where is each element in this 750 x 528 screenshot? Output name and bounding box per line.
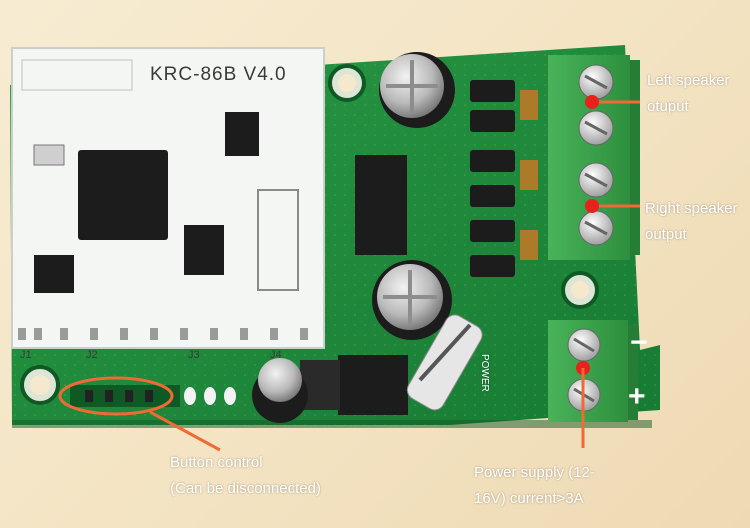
module-model-text: KRC-86B V4.0 xyxy=(150,64,287,85)
speaker-terminal-block xyxy=(548,55,640,260)
diode-icon xyxy=(406,314,483,411)
power-supply-line2: 16V) current>3A xyxy=(474,490,584,507)
power-silkscreen-label: POWER xyxy=(479,354,490,392)
right-speaker-line2: output xyxy=(645,226,687,243)
smd-components xyxy=(470,80,538,277)
minus-sign: − xyxy=(630,326,648,359)
left-speaker-line1: Left speaker xyxy=(647,72,730,89)
right-speaker-line1: Right speaker xyxy=(645,200,738,217)
module-model-label: KRC-86B V4.0 xyxy=(150,62,287,88)
button-control-annotation: Button control (Can be disconnected) xyxy=(170,450,321,502)
annotation-markers xyxy=(58,95,640,452)
header-label-j3: J3 xyxy=(188,349,200,361)
screw-terminal-icon xyxy=(578,64,614,246)
left-speaker-annotation: Left speaker otuput xyxy=(647,68,730,120)
right-speaker-annotation: Right speaker output xyxy=(645,196,738,248)
power-supply-line1: Power supply (12- xyxy=(474,464,595,481)
power-supply-annotation: Power supply (12- 16V) current>3A xyxy=(474,460,595,512)
plus-sign: + xyxy=(628,380,646,413)
button-header xyxy=(70,385,236,407)
main-ic xyxy=(300,155,408,415)
button-control-line2: (Can be disconnected) xyxy=(170,480,321,497)
header-label-j1: J1 xyxy=(20,349,32,361)
capacitor-icon xyxy=(252,52,455,423)
mounting-holes xyxy=(20,64,599,405)
bluetooth-module xyxy=(11,47,325,349)
left-speaker-line2: otuput xyxy=(647,98,689,115)
header-label-j4: J4 xyxy=(270,349,282,361)
button-control-line1: Button control xyxy=(170,454,263,471)
power-terminal-block xyxy=(548,320,638,422)
header-label-j2: J2 xyxy=(86,349,98,361)
